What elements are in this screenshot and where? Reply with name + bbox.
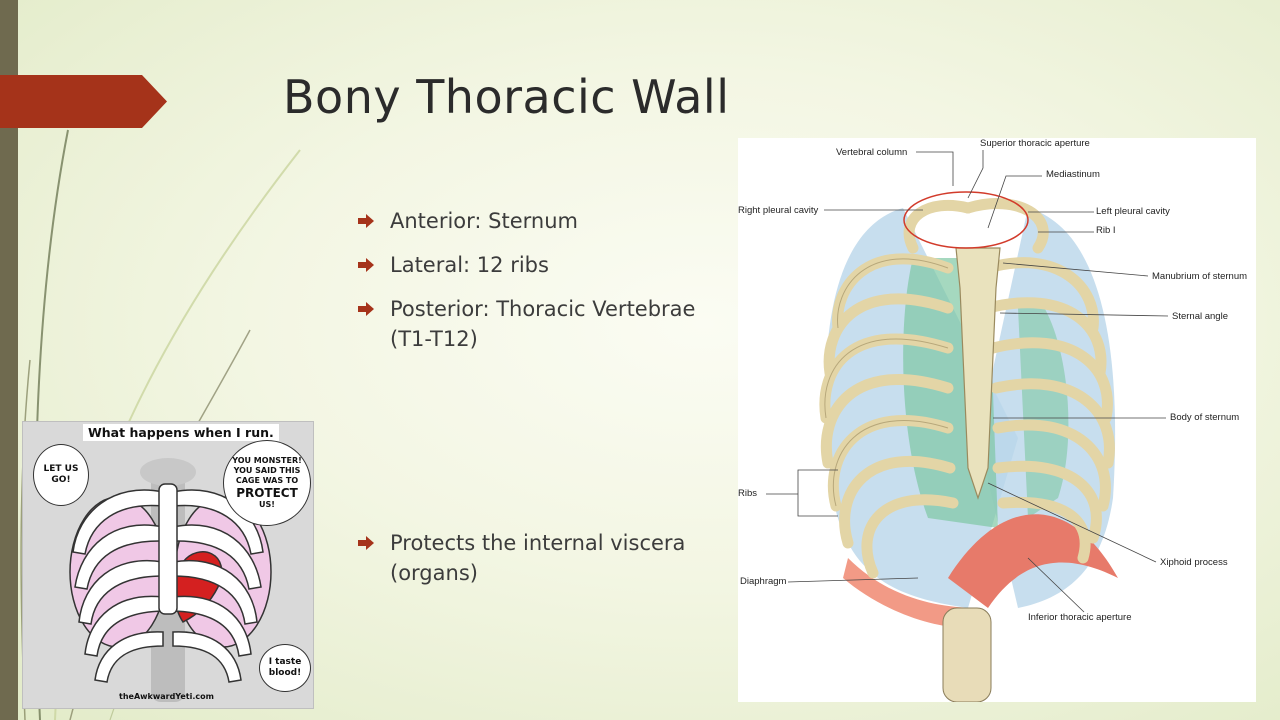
bullet-item: Posterior: Thoracic Vertebrae (T1-T12) [358, 294, 718, 354]
comic-heading: What happens when I run. [83, 424, 279, 441]
arrow-bullet-icon [358, 302, 374, 316]
bubble-emphasis: PROTECT [236, 486, 298, 500]
speech-bubble-right: YOU MONSTER! YOU SAID THIS CAGE WAS TO P… [223, 440, 311, 526]
bubble-text: YOU MONSTER! YOU SAID THIS CAGE WAS TO [232, 456, 302, 485]
label-xiphoid-process: Xiphoid process [1160, 557, 1228, 568]
label-right-pleural-cavity: Right pleural cavity [738, 205, 819, 216]
label-superior-aperture: Superior thoracic aperture [980, 138, 1090, 149]
label-vertebral-column: Vertebral column [836, 147, 908, 158]
arrow-bullet-icon [358, 536, 374, 550]
bullet-list: Anterior: Sternum Lateral: 12 ribs Poste… [358, 206, 718, 602]
label-ribs: Ribs [738, 488, 758, 499]
bubble-text: US! [259, 500, 275, 509]
label-mediastinum: Mediastinum [1046, 169, 1100, 180]
bullet-text: Lateral: 12 ribs [390, 253, 549, 277]
bullet-item: Lateral: 12 ribs [358, 250, 718, 280]
label-sternal-angle: Sternal angle [1172, 311, 1228, 322]
bullet-text: Protects the internal viscera (organs) [390, 531, 686, 585]
label-body-of-sternum: Body of sternum [1170, 412, 1240, 423]
label-manubrium: Manubrium of sternum [1152, 271, 1248, 282]
bubble-text: I taste blood! [268, 657, 302, 678]
slide-title: Bony Thoracic Wall [283, 70, 730, 124]
thoracic-cage-illustration [766, 150, 1169, 702]
label-inferior-aperture: Inferior thoracic aperture [1028, 612, 1132, 623]
arrow-bullet-icon [358, 258, 374, 272]
label-left-pleural-cavity: Left pleural cavity [1096, 206, 1170, 217]
bubble-text: LET US GO! [43, 464, 79, 485]
arrow-bullet-icon [358, 214, 374, 228]
ribcage-cartoon-illustration [69, 458, 272, 702]
bullet-item: Anterior: Sternum [358, 206, 718, 236]
bullet-text: Anterior: Sternum [390, 209, 578, 233]
bullet-text: Posterior: Thoracic Vertebrae (T1-T12) [390, 297, 696, 351]
label-rib-i: Rib I [1096, 225, 1116, 236]
speech-bubble-left: LET US GO! [33, 444, 89, 506]
comic-image: What happens when I run. LET US GO! YOU … [22, 421, 314, 709]
bullet-item: Protects the internal viscera (organs) [358, 528, 718, 588]
speech-bubble-bottom: I taste blood! [259, 644, 311, 692]
left-accent-bar [0, 0, 18, 720]
title-accent-flag [0, 75, 167, 128]
label-diaphragm: Diaphragm [740, 576, 787, 587]
comic-credit: theAwkwardYeti.com [119, 692, 214, 701]
anatomy-figure: Vertebral column Superior thoracic apert… [738, 138, 1256, 702]
